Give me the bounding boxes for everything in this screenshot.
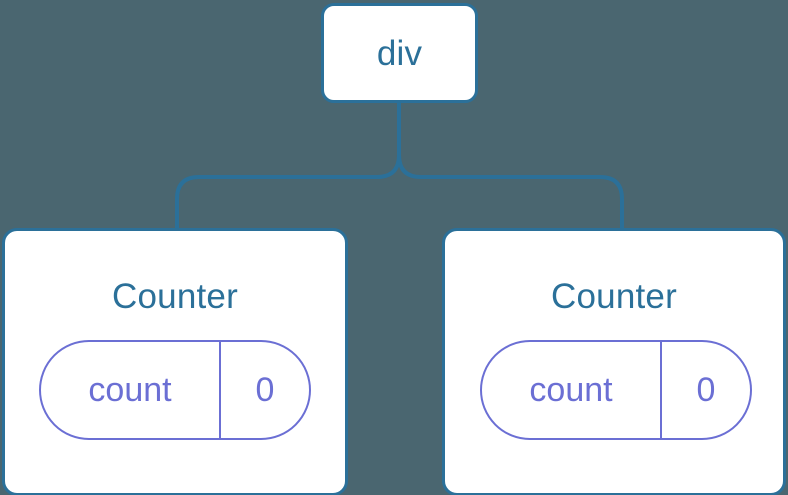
state-pill-right[interactable]: count 0 <box>480 340 752 440</box>
node-counter-right[interactable]: Counter count 0 <box>442 228 786 495</box>
node-counter-left-title: Counter <box>112 277 238 316</box>
state-key-right: count <box>482 342 662 438</box>
state-value-right: 0 <box>696 371 716 409</box>
node-counter-right-title: Counter <box>551 277 677 316</box>
node-counter-left[interactable]: Counter count 0 <box>2 228 348 495</box>
state-key-left: count <box>41 342 221 438</box>
node-div[interactable]: div <box>321 3 478 103</box>
state-value-left: 0 <box>255 371 275 409</box>
node-div-label: div <box>376 33 423 73</box>
state-pill-left[interactable]: count 0 <box>39 340 311 440</box>
